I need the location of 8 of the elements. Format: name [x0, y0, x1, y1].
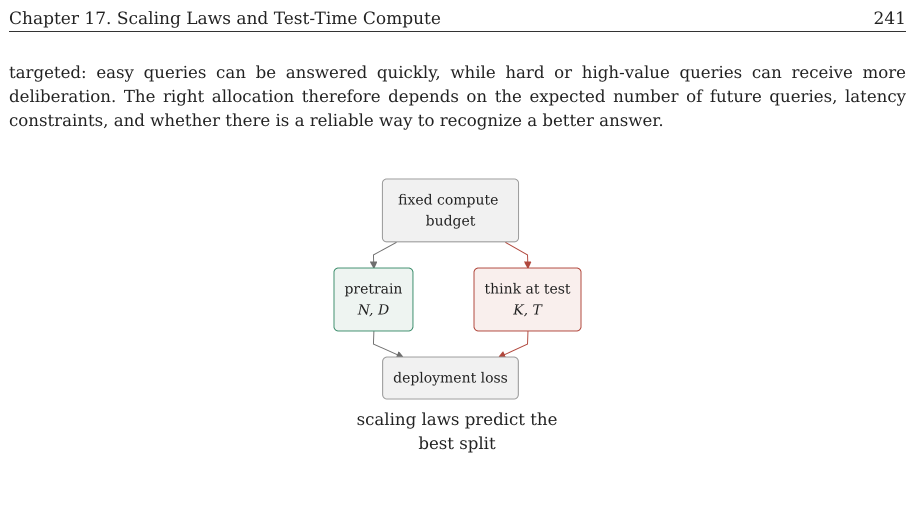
- body-paragraph: targeted: easy queries can be answered quickly, while hard or high-value queries can receive more deliberation. The right allocation therefore depends on the expected number of future queries, latency constraints, and whether there is a reliable way to recognize a better answer.: [9, 62, 906, 132]
- figure-caption: scaling laws predict the best split: [356, 409, 558, 455]
- page-number: 241: [874, 8, 906, 30]
- arrow: [498, 330, 528, 358]
- arrow: [370, 242, 398, 269]
- arrow: [372, 330, 404, 358]
- running-header: Chapter 17. Scaling Laws and Test-Time Compute: [9, 8, 441, 30]
- arrow: [504, 242, 532, 269]
